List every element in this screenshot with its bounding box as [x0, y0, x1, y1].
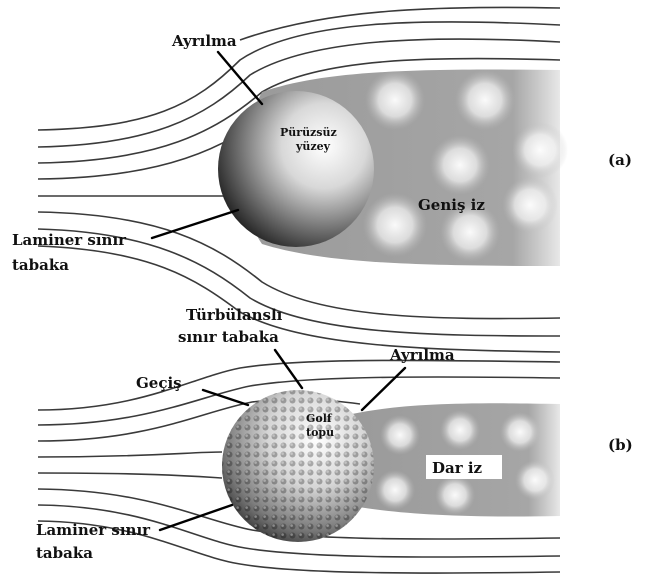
separation-label-a: Ayrılma	[171, 32, 237, 50]
turbulent-label-line1: Türbülanslı	[186, 306, 283, 324]
separation-leader-b	[362, 368, 405, 410]
golf-ball	[222, 390, 374, 542]
separation-label-b: Ayrılma	[389, 346, 455, 364]
turbulent-label-line2: sınır tabaka	[178, 328, 279, 346]
golf-ball-label-line1: Golf	[306, 412, 333, 425]
panel-b: Türbülanslı sınır tabaka Ayrılma Geçiş G…	[36, 306, 633, 573]
panel-b-tag: (b)	[608, 436, 633, 454]
panel-a-tag: (a)	[608, 151, 632, 169]
smooth-ball	[218, 91, 374, 247]
narrow-wake-label: Dar iz	[432, 459, 483, 477]
golf-ball-label-line2: topu	[306, 426, 334, 439]
laminar-leader-a	[152, 210, 238, 238]
laminar-label-b-line1: Laminer sınır	[36, 521, 151, 539]
transition-label: Geçiş	[136, 374, 182, 392]
panel-a: Ayrılma Pürüzsüz yüzey Geniş iz (a) Lami…	[12, 7, 632, 352]
laminar-label-a-line2: tabaka	[12, 256, 69, 274]
laminar-label-b-line2: tabaka	[36, 544, 93, 562]
laminar-leader-b	[160, 505, 232, 530]
smooth-surface-label-line2: yüzey	[295, 140, 331, 153]
smooth-surface-label-line1: Pürüzsüz	[280, 126, 337, 139]
wide-wake-label: Geniş iz	[418, 196, 485, 214]
laminar-label-a-line1: Laminer sınır	[12, 231, 127, 249]
